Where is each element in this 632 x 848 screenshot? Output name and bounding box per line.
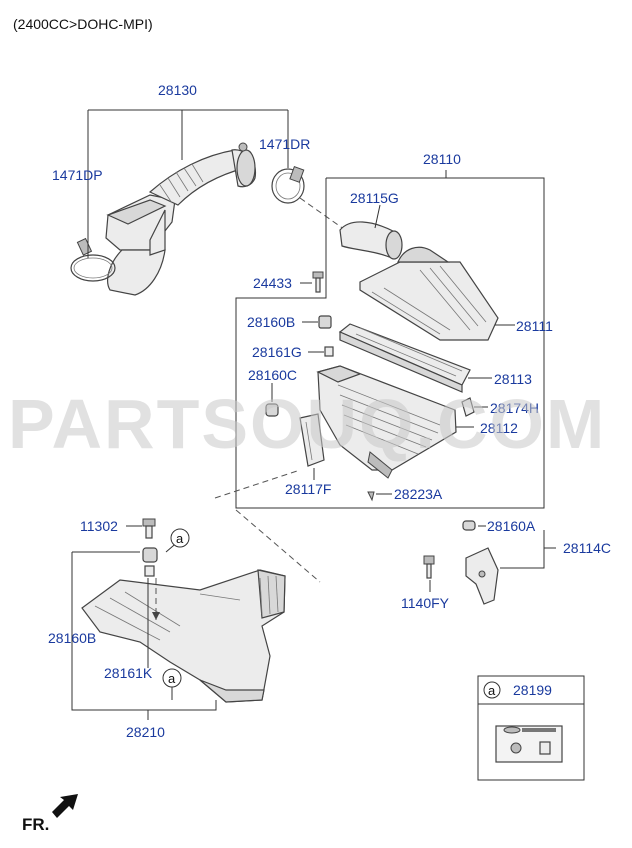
hose-clamp-1471DR[interactable] bbox=[271, 166, 305, 204]
callout-a-lower[interactable]: a bbox=[162, 668, 182, 700]
arrow-left-down-icon bbox=[52, 794, 78, 818]
label-28223A: 28223A bbox=[394, 486, 443, 502]
label-28160B-top: 28160B bbox=[247, 314, 295, 330]
label-28115G: 28115G bbox=[350, 190, 399, 206]
label-28160A: 28160A bbox=[487, 518, 536, 534]
pin-28223A[interactable] bbox=[367, 491, 392, 502]
filter-element-28113[interactable] bbox=[338, 323, 492, 393]
label-inset-28199[interactable]: a 28199 bbox=[477, 675, 585, 781]
label-28110: 28110 bbox=[423, 151, 461, 167]
label-28117F: 28117F bbox=[285, 481, 331, 497]
bracket-assy-28114C[interactable] bbox=[462, 520, 556, 605]
insulator-28161K[interactable] bbox=[144, 565, 160, 620]
bolt-11302[interactable] bbox=[126, 518, 156, 539]
watermark: PARTSOUQ.COM bbox=[8, 385, 606, 463]
label-1471DR: 1471DR bbox=[259, 136, 310, 152]
svg-text:a: a bbox=[176, 531, 184, 546]
duct-28115G[interactable] bbox=[339, 204, 403, 260]
insulator-28161G[interactable] bbox=[308, 346, 334, 357]
label-28113: 28113 bbox=[494, 371, 532, 387]
label-28114C: 28114C bbox=[563, 540, 611, 556]
label-28130: 28130 bbox=[158, 82, 197, 98]
air-cleaner-cover-28111[interactable] bbox=[359, 246, 515, 341]
seal-28117F[interactable] bbox=[299, 413, 325, 480]
callout-a-upper[interactable]: a bbox=[170, 528, 190, 548]
label-28174H: 28174H bbox=[490, 400, 539, 416]
label-24433: 24433 bbox=[253, 275, 292, 291]
label-28111: 28111 bbox=[516, 318, 553, 334]
bolt-24433[interactable] bbox=[300, 271, 324, 293]
grommet-28160B-bottom[interactable] bbox=[142, 547, 158, 563]
svg-text:a: a bbox=[488, 683, 496, 698]
label-1140FY: 1140FY bbox=[401, 595, 450, 611]
grommet-28160C[interactable] bbox=[265, 383, 279, 417]
label-28161K: 28161K bbox=[104, 665, 153, 681]
front-direction-label: FR. bbox=[22, 815, 49, 834]
svg-text:a: a bbox=[168, 671, 176, 686]
air-intake-hose[interactable] bbox=[105, 142, 257, 296]
grommet-28160B-top[interactable] bbox=[302, 315, 332, 329]
label-1471DP: 1471DP bbox=[52, 167, 103, 183]
label-28160C: 28160C bbox=[248, 367, 297, 383]
label-28199: 28199 bbox=[513, 682, 552, 698]
engine-note: (2400CC>DOHC-MPI) bbox=[13, 16, 153, 32]
air-cleaner-body-28112[interactable] bbox=[316, 365, 474, 479]
label-28161G: 28161G bbox=[252, 344, 302, 360]
label-11302: 11302 bbox=[80, 518, 118, 534]
air-duct-assy-28210[interactable] bbox=[81, 569, 286, 703]
bracket-28174H[interactable] bbox=[461, 397, 488, 417]
label-28160B-bottom: 28160B bbox=[48, 630, 96, 646]
label-28112: 28112 bbox=[480, 420, 518, 436]
label-28210: 28210 bbox=[126, 724, 165, 740]
bolt-1140FY[interactable] bbox=[423, 555, 435, 592]
